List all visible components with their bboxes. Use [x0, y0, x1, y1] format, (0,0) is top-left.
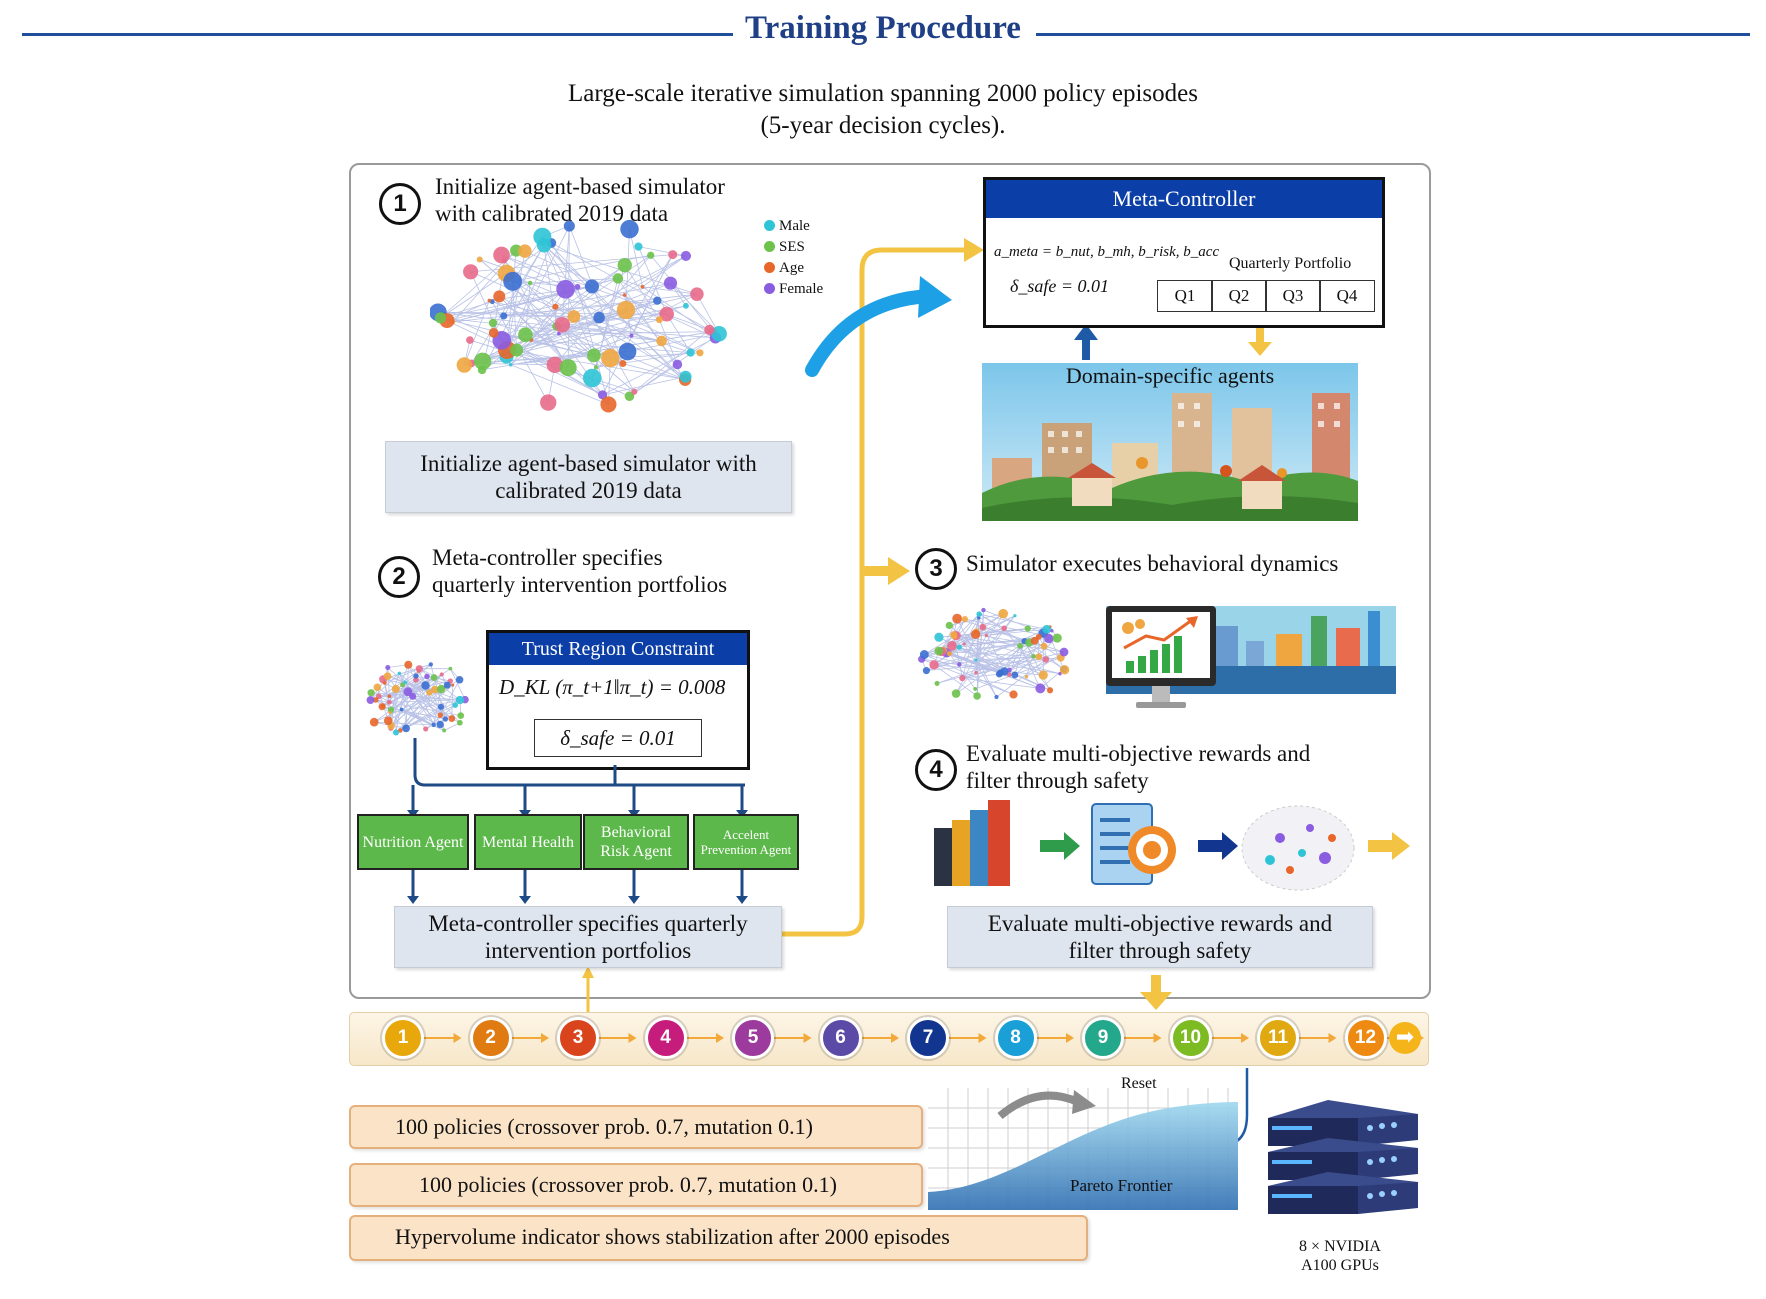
timeline-episode-5: 5: [732, 1017, 774, 1059]
step-1-box: Initialize agent-based simulator with ca…: [385, 441, 792, 513]
trust-region-title: Trust Region Constraint: [489, 633, 747, 665]
timeline-episode-8: 8: [994, 1017, 1037, 1059]
timeline-connector-head: [1153, 1033, 1162, 1043]
timeline-connector-head: [716, 1033, 724, 1043]
small-network-graph: [366, 660, 469, 736]
step-4-text: Evaluate multi-objective rewards and fil…: [966, 741, 1311, 793]
pareto-frontier-label: Pareto Frontier: [1070, 1176, 1173, 1195]
a-meta-formula: a_meta = b_nut, b_mh, b_risk, b_acc: [994, 244, 1220, 260]
timeline-episode-9: 9: [1082, 1017, 1124, 1059]
meta-controller-panel: Meta-Controller a_meta = b_nut, b_mh, b_…: [983, 177, 1385, 328]
mental-health-box: Mental Health: [474, 814, 582, 870]
timeline-connector-head: [1328, 1033, 1337, 1043]
timeline-episode-11: 11: [1257, 1017, 1299, 1059]
policy-box-1: 100 policies (crossover prob. 0.7, mutat…: [349, 1105, 923, 1149]
page-title: Training Procedure: [0, 10, 1766, 47]
accident-prevention-agent-box: Accelent Prevention Agent: [693, 814, 799, 870]
timeline-episode-1: 1: [382, 1017, 424, 1059]
reward-pipeline-illustration: [934, 800, 1410, 891]
meta-controller-title: Meta-Controller: [986, 180, 1382, 218]
timeline-connector-head: [541, 1033, 549, 1043]
timeline-episode-6: 6: [819, 1017, 862, 1059]
timeline-episode-4: 4: [644, 1017, 687, 1059]
trust-region-panel: Trust Region Constraint D_KL (π_t+1‖π_t)…: [486, 630, 750, 770]
pareto-frontier-chart: [928, 1088, 1238, 1210]
kl-formula: D_KL (π_t+1‖π_t) = 0.008: [499, 675, 726, 699]
gpu-server-icon: [1268, 1100, 1418, 1214]
quarter-q3: Q3: [1265, 280, 1321, 312]
timeline-episode-12: 12: [1344, 1017, 1387, 1059]
simulation-network-graph: [918, 607, 1070, 700]
quarterly-portfolio-label: Quarterly Portfolio: [1229, 255, 1352, 272]
domain-agents-label: Domain-specific agents: [1065, 363, 1275, 388]
subtitle-line-2: (5-year decision cycles).: [760, 112, 1006, 139]
timeline-connector-head: [453, 1033, 462, 1043]
quarter-q4: Q4: [1319, 280, 1375, 312]
step-4-badge: 4: [915, 749, 957, 791]
nutrition-agent-box: Nutrition Agent: [357, 814, 469, 870]
reset-label: Reset: [1121, 1075, 1157, 1092]
timeline-connector-head: [628, 1033, 637, 1043]
subtitle-line-1: Large-scale iterative simulation spannin…: [568, 80, 1198, 107]
policy-box-2: 100 policies (crossover prob. 0.7, mutat…: [349, 1163, 923, 1207]
legend-item-age: Age: [764, 260, 804, 277]
step-1-text: Initialize agent-based simulator with ca…: [435, 174, 725, 226]
timeline-next-icon: ➡: [1389, 1022, 1421, 1054]
step-3-badge: 3: [915, 548, 957, 590]
step-2-box: Meta-controller specifies quarterly inte…: [394, 906, 782, 968]
title-rule-left: [22, 33, 734, 36]
timeline-connector-head: [1241, 1033, 1249, 1043]
title-rule-right: [1036, 33, 1750, 36]
timeline-episode-2: 2: [469, 1017, 512, 1059]
step-4-box: Evaluate multi-objective rewards and fil…: [947, 906, 1373, 968]
subtitle: Large-scale iterative simulation spannin…: [0, 78, 1766, 142]
legend-item-ses: SES: [764, 239, 805, 256]
timeline-episode-7: 7: [907, 1017, 949, 1059]
timeline-connector-head: [978, 1033, 987, 1043]
quarter-q1: Q1: [1157, 280, 1213, 312]
city-illustration: [982, 363, 1358, 521]
behavioral-risk-agent-box: Behavioral Risk Agent: [583, 814, 689, 870]
timeline-connector-head: [803, 1033, 812, 1043]
timeline-connector-head: [1066, 1033, 1074, 1043]
meta-delta-safe: δ_safe = 0.01: [1010, 276, 1110, 296]
gpu-label: 8 × NVIDIA A100 GPUs: [1299, 1238, 1381, 1274]
trust-delta-safe: δ_safe = 0.01: [534, 719, 702, 757]
step-2-badge: 2: [378, 556, 420, 598]
legend-item-male: Male: [764, 218, 810, 235]
hypervolume-box: Hypervolume indicator shows stabilizatio…: [349, 1215, 1088, 1261]
agent-network-graph: [430, 219, 727, 413]
quarter-q2: Q2: [1211, 280, 1267, 312]
step-2-text: Meta-controller specifies quarterly inte…: [432, 545, 728, 597]
timeline-connector-head: [891, 1033, 899, 1043]
timeline-episode-10: 10: [1169, 1017, 1212, 1059]
legend-item-female: Female: [764, 281, 823, 298]
monitor-dashboard-illustration: [1106, 606, 1396, 708]
quarter-cells: Q1 Q2 Q3 Q4: [1157, 280, 1375, 312]
timeline-episode-3: 3: [557, 1017, 599, 1059]
step-1-badge: 1: [379, 183, 421, 225]
step-3-text: Simulator executes behavioral dynamics: [966, 551, 1339, 576]
